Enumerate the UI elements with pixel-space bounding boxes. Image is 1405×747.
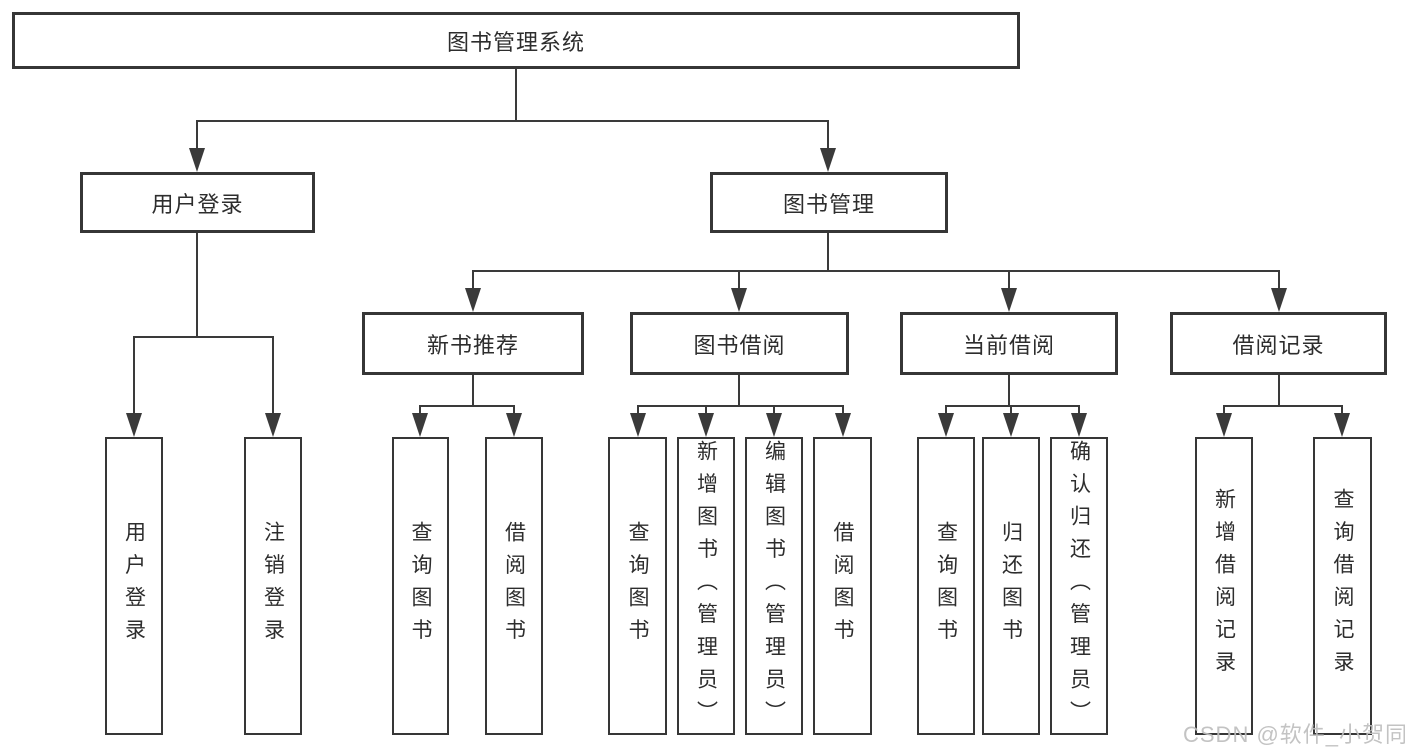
connector-line xyxy=(773,405,775,415)
connector-line xyxy=(1278,375,1280,405)
leaf-query-books-recommend: 查询图书 xyxy=(392,437,449,735)
arrowhead-down-icon xyxy=(1003,413,1019,437)
connector-line xyxy=(945,405,1080,407)
connector-line xyxy=(842,405,844,415)
arrowhead-down-icon xyxy=(265,413,281,437)
leaf-query-books-current: 查询图书 xyxy=(917,437,975,735)
arrowhead-down-icon xyxy=(766,413,782,437)
connector-line xyxy=(1078,405,1080,415)
connector-line xyxy=(1008,375,1010,405)
arrowhead-down-icon xyxy=(1271,288,1287,312)
arrowhead-down-icon xyxy=(938,413,954,437)
arrowhead-down-icon xyxy=(698,413,714,437)
connector-line xyxy=(637,405,639,415)
node-new-book-recommend: 新书推荐 xyxy=(362,312,584,375)
arrowhead-down-icon xyxy=(465,288,481,312)
connector-line xyxy=(515,68,517,120)
arrowhead-down-icon xyxy=(835,413,851,437)
leaf-query-borrow-record: 查询借阅记录 xyxy=(1313,437,1372,735)
connector-line xyxy=(196,120,829,122)
arrowhead-down-icon xyxy=(189,148,205,172)
node-book-borrowing: 图书借阅 xyxy=(630,312,849,375)
connector-line xyxy=(419,405,421,415)
connector-line xyxy=(945,405,947,415)
leaf-query-books-borrowing: 查询图书 xyxy=(608,437,667,735)
leaf-user-login: 用户登录 xyxy=(105,437,163,735)
connector-line xyxy=(637,405,844,407)
connector-line xyxy=(513,405,515,415)
arrowhead-down-icon xyxy=(126,413,142,437)
connector-line xyxy=(1010,405,1012,415)
connector-line xyxy=(196,233,198,336)
connector-line xyxy=(1341,405,1343,415)
connector-line xyxy=(419,405,515,407)
leaf-add-books-admin: 新增图书（管理员） xyxy=(677,437,735,735)
connector-line xyxy=(705,405,707,415)
arrowhead-down-icon xyxy=(1334,413,1350,437)
connector-line xyxy=(827,120,829,150)
connector-line xyxy=(1223,405,1225,415)
connector-line xyxy=(133,336,274,338)
node-book-management: 图书管理 xyxy=(710,172,948,233)
connector-line xyxy=(472,270,474,290)
arrowhead-down-icon xyxy=(630,413,646,437)
leaf-borrow-books-borrowing: 借阅图书 xyxy=(813,437,872,735)
node-current-borrowing: 当前借阅 xyxy=(900,312,1118,375)
node-library-management-system: 图书管理系统 xyxy=(12,12,1020,69)
connector-line xyxy=(272,336,274,415)
connector-line xyxy=(472,375,474,405)
leaf-add-borrow-record: 新增借阅记录 xyxy=(1195,437,1253,735)
arrowhead-down-icon xyxy=(1216,413,1232,437)
connector-line xyxy=(196,120,198,150)
leaf-borrow-books-recommend: 借阅图书 xyxy=(485,437,543,735)
arrowhead-down-icon xyxy=(412,413,428,437)
connector-line xyxy=(738,270,740,290)
node-user-login: 用户登录 xyxy=(80,172,315,233)
leaf-return-books: 归还图书 xyxy=(982,437,1040,735)
connector-line xyxy=(1223,405,1343,407)
connector-line xyxy=(1008,270,1010,290)
leaf-confirm-return-admin: 确认归还（管理员） xyxy=(1050,437,1108,735)
leaf-logout: 注销登录 xyxy=(244,437,302,735)
connector-line xyxy=(738,375,740,405)
arrowhead-down-icon xyxy=(731,288,747,312)
arrowhead-down-icon xyxy=(1071,413,1087,437)
connector-line xyxy=(472,270,1280,272)
connector-line xyxy=(827,233,829,270)
node-borrowing-records: 借阅记录 xyxy=(1170,312,1387,375)
connector-line xyxy=(1278,270,1280,290)
arrowhead-down-icon xyxy=(1001,288,1017,312)
arrowhead-down-icon xyxy=(820,148,836,172)
arrowhead-down-icon xyxy=(506,413,522,437)
leaf-edit-books-admin: 编辑图书（管理员） xyxy=(745,437,803,735)
csdn-watermark: CSDN @软件_小贺同学 xyxy=(1183,722,1405,747)
connector-line xyxy=(133,336,135,415)
